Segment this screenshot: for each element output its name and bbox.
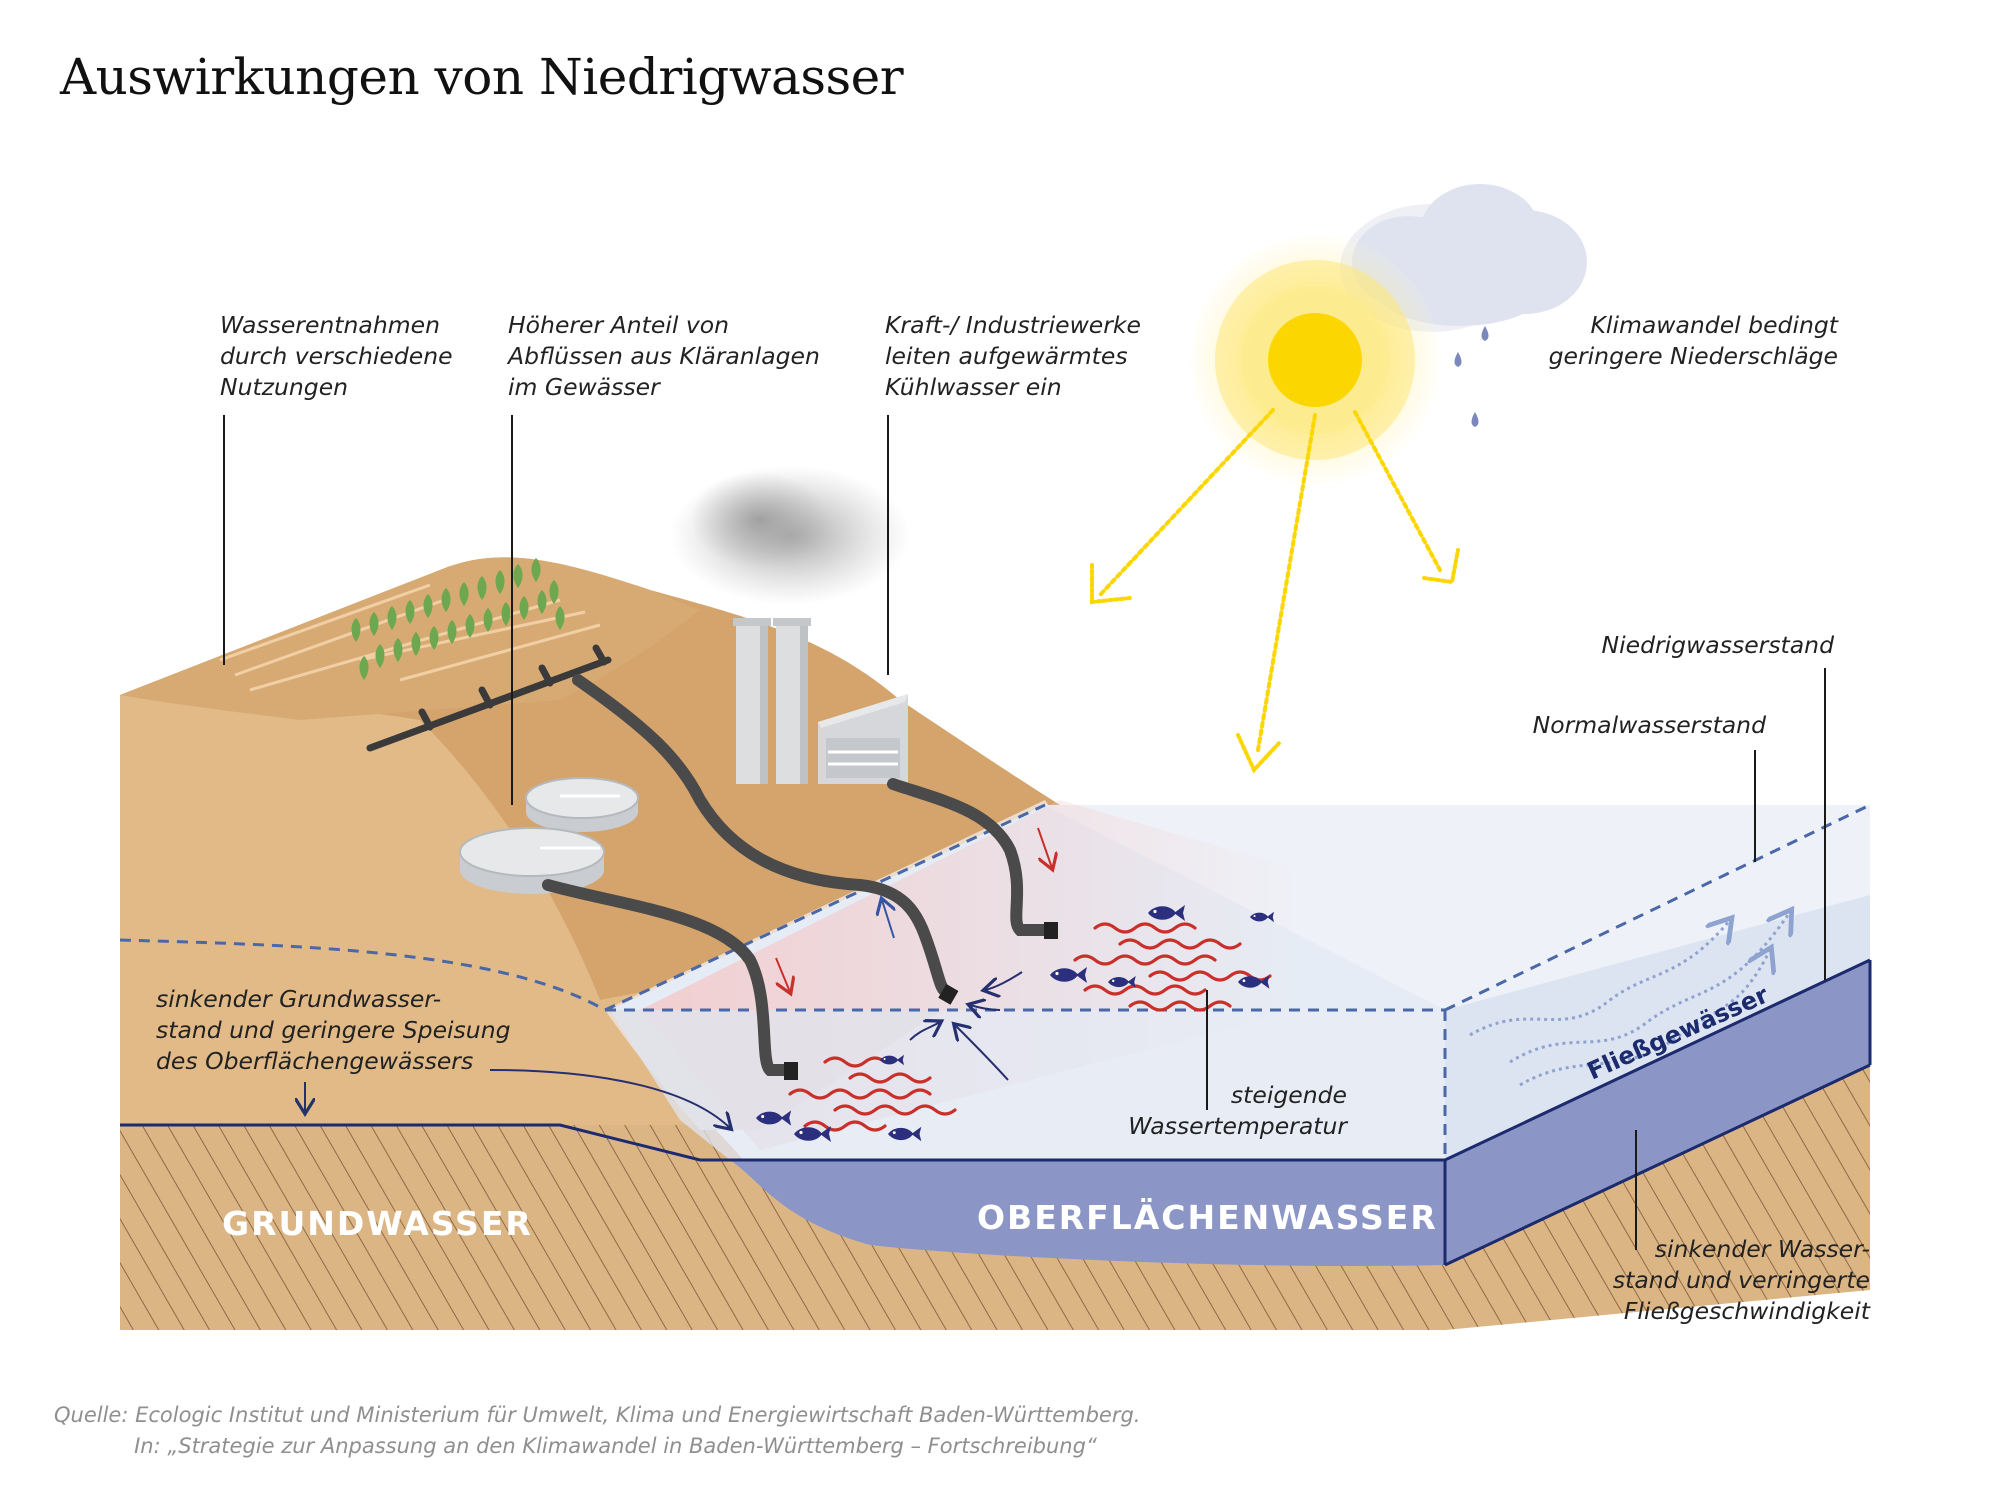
cloud-icon <box>1340 184 1587 332</box>
label-wassertemperatur: steigende Wassertemperatur <box>1128 1081 1347 1140</box>
irrigation-pipe-icon <box>366 644 612 752</box>
label-normalwasserstand: Normalwasserstand <box>1532 711 1766 739</box>
pipe-outlet <box>784 922 1058 1080</box>
source-note: Quelle: Ecologic Institut und Ministeriu… <box>54 1403 1141 1458</box>
leader-lines <box>223 415 1826 1250</box>
pipe-icon <box>542 674 1054 1076</box>
sun-icon <box>1268 313 1362 407</box>
label-fliessgeschwindigkeit: sinkender Wasser- stand und verringerte … <box>1612 1235 1870 1325</box>
surface-water-body <box>730 1160 1445 1266</box>
label-grundwasserstand: sinkender Grundwasser- stand und geringe… <box>156 985 511 1075</box>
arrow-icon <box>305 827 1052 1128</box>
zone-label-oberflaechenwasser: OBERFLÄCHENWASSER <box>977 1198 1438 1237</box>
river-flow-arrows <box>1469 912 1790 1087</box>
label-kraftwerke: Kraft-/ Industriewerke leiten aufgewärmt… <box>885 311 1141 401</box>
water-bottom-edge <box>1444 1063 1871 1267</box>
warm-water-waves <box>788 922 1272 1132</box>
smokestack-icon <box>733 618 811 784</box>
label-klimawandel: Klimawandel bedingt geringere Niederschl… <box>1548 311 1838 370</box>
normal-water-level-dashed <box>119 803 1871 1160</box>
groundwater-line <box>120 958 1871 1162</box>
hatched-ground-side <box>1445 1065 1870 1330</box>
zone-label-grundwasser: GRUNDWASSER <box>222 1204 533 1243</box>
label-klaeranlagen: Höherer Anteil von Abflüssen aus Kläranl… <box>508 311 820 401</box>
raindrop-icon <box>1454 326 1489 427</box>
hatched-ground <box>120 1065 1870 1330</box>
clarifier-tank-icon <box>459 777 639 894</box>
river-side-water <box>1445 960 1870 1265</box>
label-niedrigwasserstand: Niedrigwasserstand <box>1601 631 1835 659</box>
sun-rays <box>1090 408 1460 774</box>
power-plant-icon <box>818 694 908 784</box>
smoke-cloud <box>690 472 830 568</box>
crop-icon <box>351 558 565 680</box>
page-title: Auswirkungen von Niedrigwasser <box>60 48 904 106</box>
label-wasserentnahmen: Wasserentnahmen durch verschiedene Nutzu… <box>220 311 453 401</box>
